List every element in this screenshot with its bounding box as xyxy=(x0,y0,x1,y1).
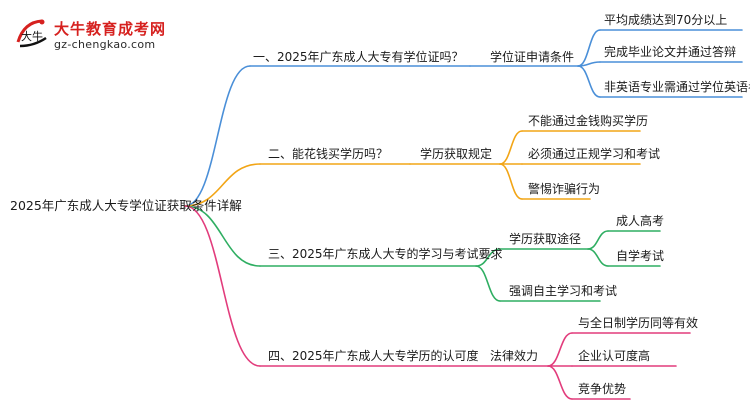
branch-4-sub: 法律效力 xyxy=(490,349,539,363)
connector-root-branch-2 xyxy=(184,163,261,207)
branch-2-leaf-1: 不能通过金钱购买学历 xyxy=(528,114,649,128)
connector-branch-1-leaf-1 xyxy=(577,29,601,67)
logo-mark-icon: 大牛 xyxy=(16,19,47,48)
logo-brand-name: 大牛教育成考网 xyxy=(54,20,167,38)
branch-3-leaf-1: 成人高考 xyxy=(616,214,665,228)
branch-4-label: 四、2025年广东成人大专学历的认可度 xyxy=(268,349,479,363)
watermark-logo: 大牛 大牛教育成考网 gz-chengkao.com xyxy=(14,16,184,56)
branch-2-leaf-3: 警惕诈骗行为 xyxy=(528,182,601,196)
connector-branch-3-leaf-1 xyxy=(587,230,609,250)
connector-branch-3-leaf-2 xyxy=(587,248,609,267)
logo-domain: gz-chengkao.com xyxy=(54,38,156,51)
branch-3-leaf-2: 自学考试 xyxy=(616,249,665,263)
connector-branch-4-leaf-1 xyxy=(547,332,573,367)
branch-1-leaf-2: 完成毕业论文并通过答辩 xyxy=(604,45,737,59)
branch-2-sub: 学历获取规定 xyxy=(420,147,493,161)
branch-4-leaf-2: 企业认可度高 xyxy=(578,349,651,363)
branch-4-leaf-1: 与全日制学历同等有效 xyxy=(578,316,699,330)
branch-3-label: 三、2025年广东成人大专的学习与考试要求 xyxy=(268,247,503,261)
connector-root-branch-3 xyxy=(184,205,261,267)
branch-2-label: 二、能花钱买学历吗？ xyxy=(268,147,389,161)
branch-1-label: 一、2025年广东成人大专有学位证吗？ xyxy=(253,50,464,64)
connector-branch-3-sub-1 xyxy=(475,248,501,267)
root-node: 2025年广东成人大专学位证获取条件详解 xyxy=(10,198,242,213)
branch-1-leaf-1: 平均成绩达到70分以上 xyxy=(604,13,728,27)
connector-branch-2-leaf-3 xyxy=(499,163,523,200)
branch-3-sub-2: 强调自主学习和考试 xyxy=(509,284,618,298)
connector-branch-3-sub-2 xyxy=(475,265,501,302)
svg-text:大牛: 大牛 xyxy=(21,29,43,43)
connector-branch-2-leaf-1 xyxy=(499,130,523,165)
branch-3-sub-1: 学历获取途径 xyxy=(509,232,582,246)
branch-2-leaf-2: 必须通过正规学习和考试 xyxy=(528,147,661,161)
connector-branch-1-leaf-3 xyxy=(577,65,601,98)
branch-4-leaf-3: 竞争优势 xyxy=(578,382,627,396)
branch-1-sub: 学位证申请条件 xyxy=(490,50,575,64)
branch-1-leaf-3: 非英语专业需通过学位英语考试 xyxy=(604,80,750,94)
connector-branch-4-leaf-3 xyxy=(547,365,573,400)
connector-root-branch-4 xyxy=(184,205,261,367)
connector-root-branch-1 xyxy=(184,65,251,207)
